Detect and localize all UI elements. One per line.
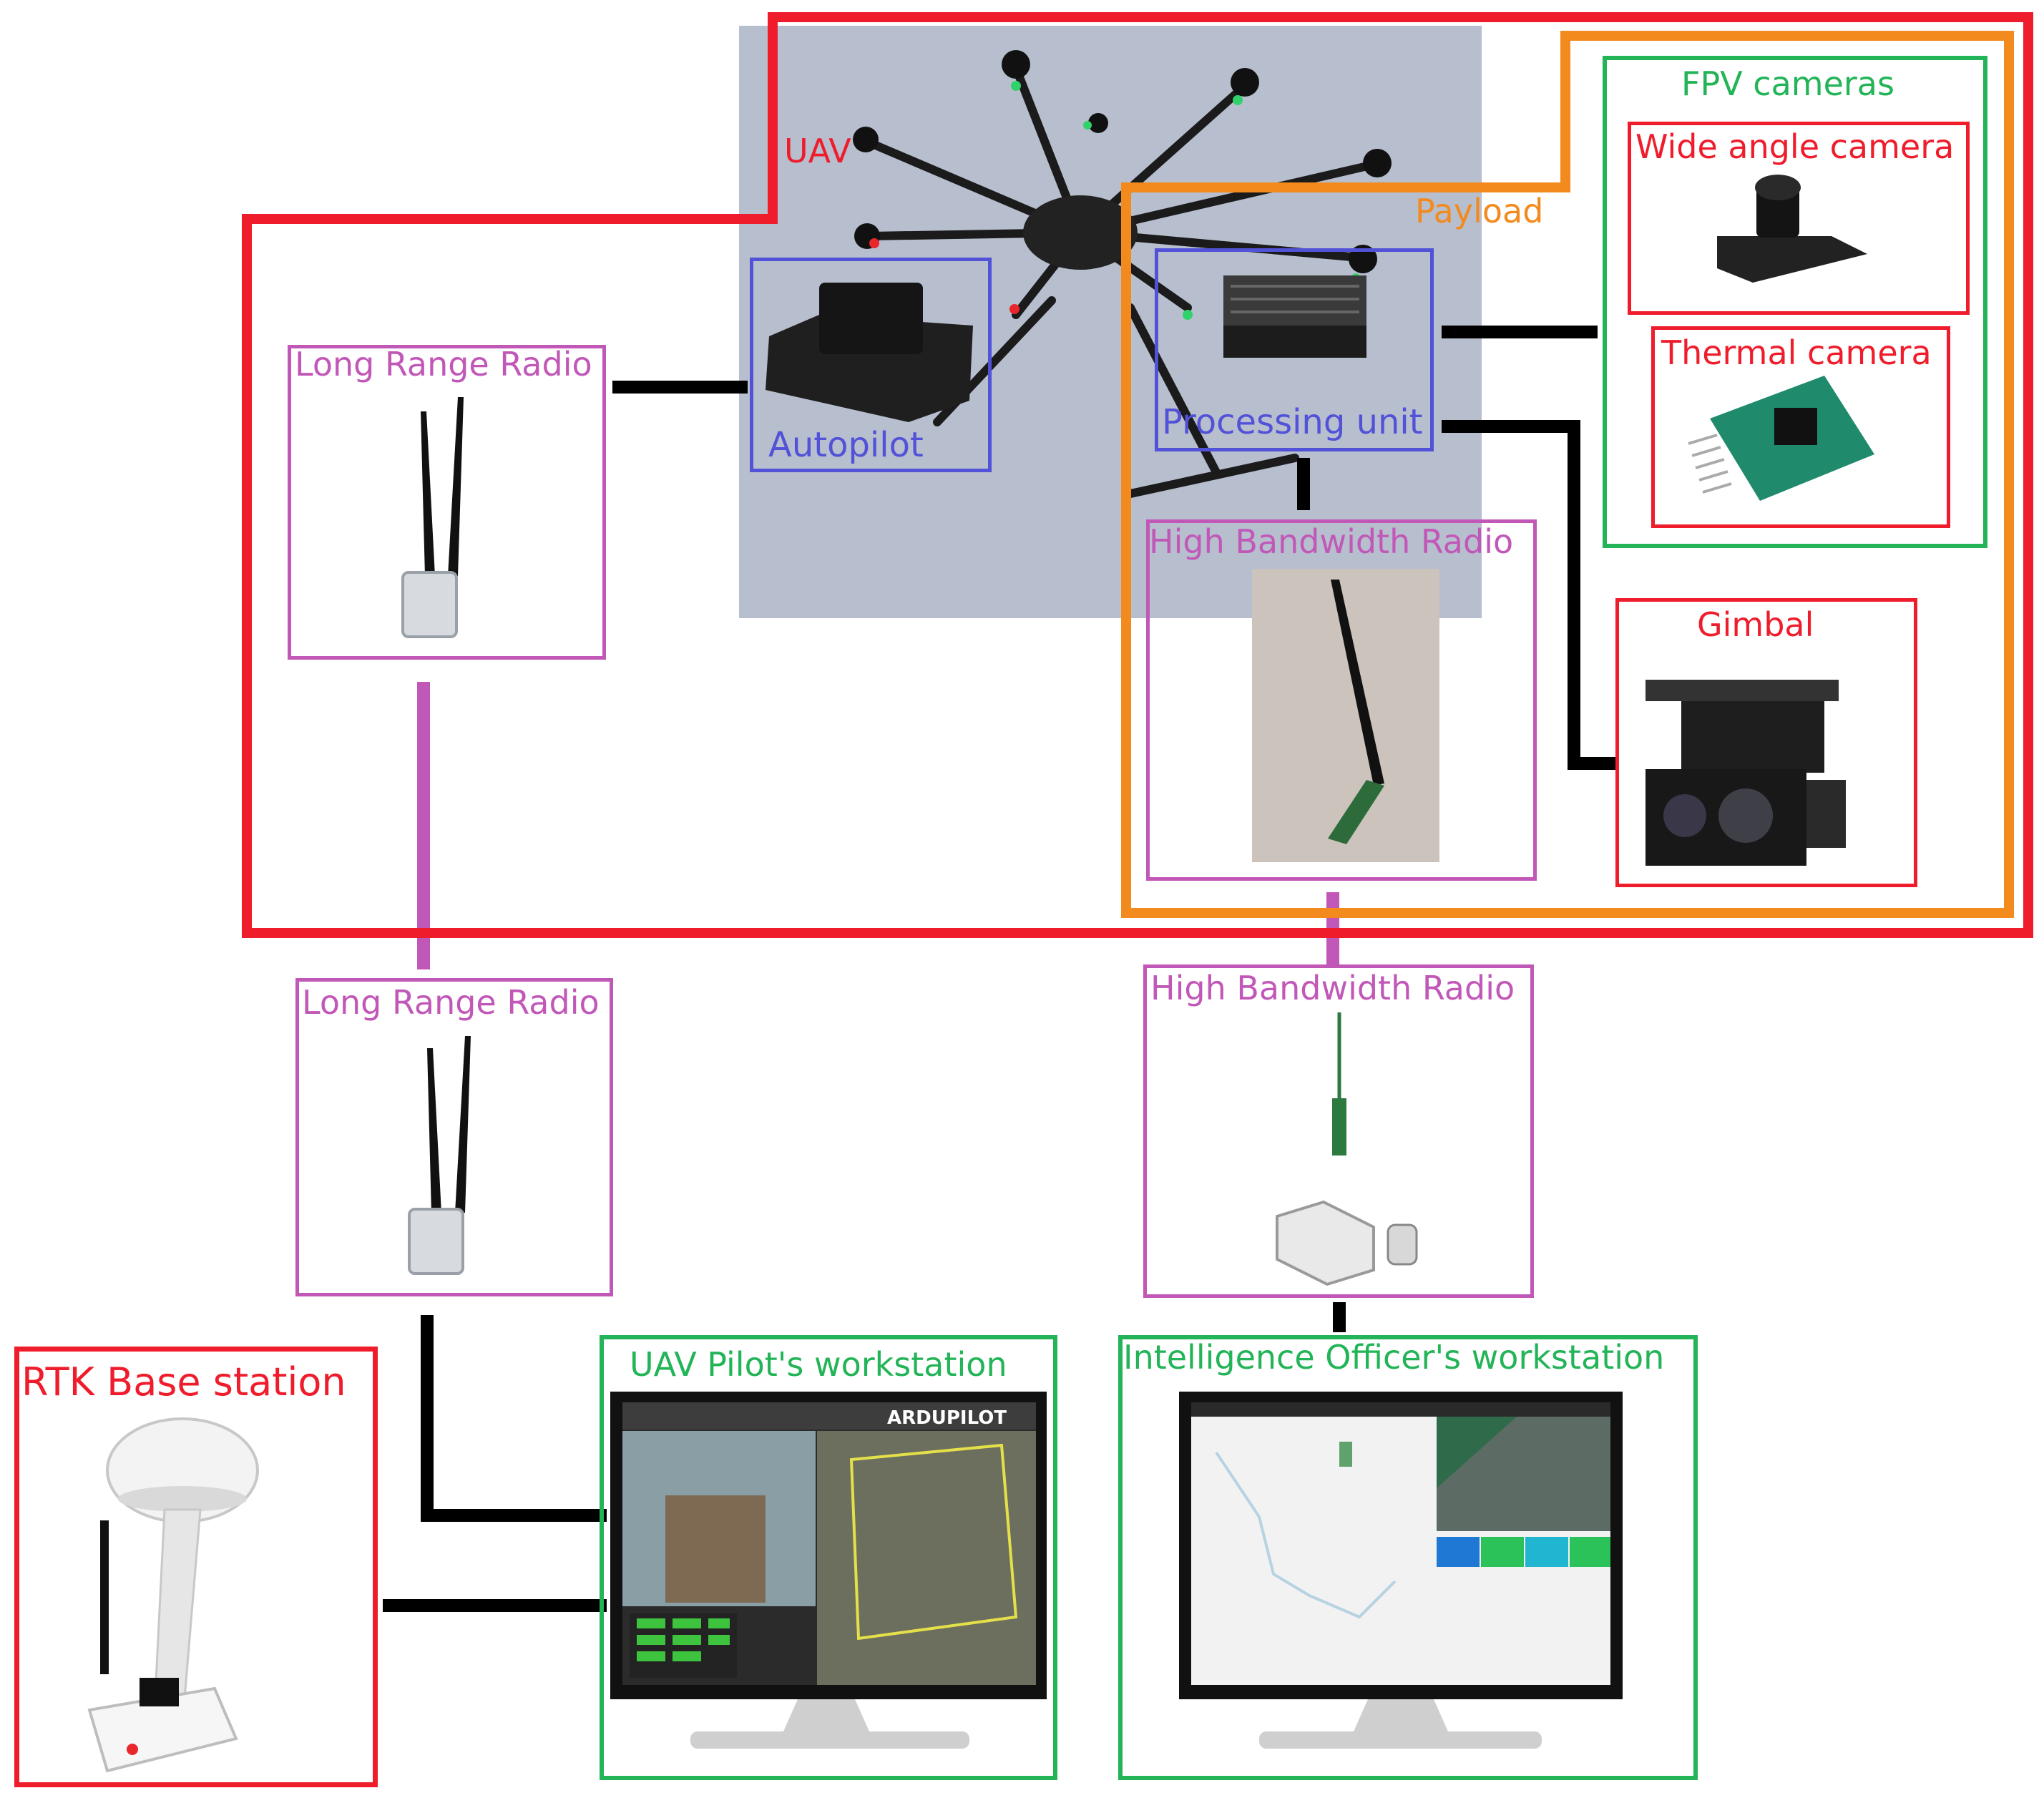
- processing-unit-image: [1223, 275, 1366, 358]
- fpv-cameras-box: [1603, 56, 1987, 548]
- processing-unit-box: [1155, 248, 1434, 451]
- wired-connections: [383, 326, 1615, 1612]
- uav-pilot-workstation-label: UAV Pilot's workstation: [630, 1345, 1007, 1384]
- gimbal-label: Gimbal: [1697, 605, 1814, 644]
- high-bandwidth-radio-ground-box: [1143, 964, 1534, 1298]
- uav-boundary: [242, 12, 2033, 938]
- high-bandwidth-radio-ground-label: High Bandwidth Radio: [1150, 969, 1515, 1007]
- uav-label: UAV: [784, 132, 851, 170]
- rtk-base-station-label: RTK Base station: [21, 1359, 346, 1404]
- long-range-radio-air-box: [288, 345, 606, 660]
- gnss-base-station-image: [87, 1417, 259, 1773]
- autopilot-label: Autopilot: [768, 425, 924, 465]
- wide-angle-camera-label: Wide angle camera: [1635, 127, 1955, 166]
- gimbal-camera-image: [1646, 680, 1846, 866]
- uav-pilot-workstation-box: [600, 1335, 1057, 1780]
- long-range-radio-air-label: Long Range Radio: [295, 345, 592, 383]
- antenna-icon: [408, 1036, 471, 1275]
- fpv-cameras-label: FPV cameras: [1681, 64, 1894, 103]
- payload-label: Payload: [1415, 192, 1544, 230]
- processing-unit-label: Processing unit: [1162, 402, 1423, 442]
- long-range-radio-ground-box: [295, 978, 613, 1296]
- monitor-brand-text: ARDUPILOT: [887, 1407, 1007, 1429]
- high-bandwidth-radio-air-label: High Bandwidth Radio: [1149, 522, 1514, 561]
- intelligence-officer-workstation-box: [1118, 1335, 1698, 1780]
- thermal-camera-image: [1688, 376, 1874, 501]
- high-bandwidth-radio-ground-image: [1276, 1012, 1418, 1286]
- monitor-image: [1179, 1392, 1623, 1749]
- antenna-icon: [401, 397, 464, 638]
- high-bandwidth-radio-air-image: [1252, 569, 1439, 862]
- autopilot-module-image: [766, 283, 973, 422]
- thermal-camera-label: Thermal camera: [1661, 333, 1932, 372]
- intelligence-officer-workstation-label: Intelligence Officer's workstation: [1123, 1338, 1665, 1377]
- autopilot-box: [750, 258, 992, 472]
- high-bandwidth-radio-air-box: [1146, 519, 1537, 881]
- wide-angle-camera-image: [1717, 175, 1867, 283]
- gimbal-box: [1615, 598, 1917, 887]
- thermal-camera-box: [1651, 326, 1950, 528]
- monitor-image: ARDUPILOT: [610, 1392, 1047, 1749]
- long-range-radio-ground-label: Long Range Radio: [302, 983, 600, 1022]
- rtk-base-station-box: [14, 1347, 378, 1787]
- payload-boundary: [1121, 31, 2014, 918]
- wide-angle-camera-box: [1628, 122, 1970, 315]
